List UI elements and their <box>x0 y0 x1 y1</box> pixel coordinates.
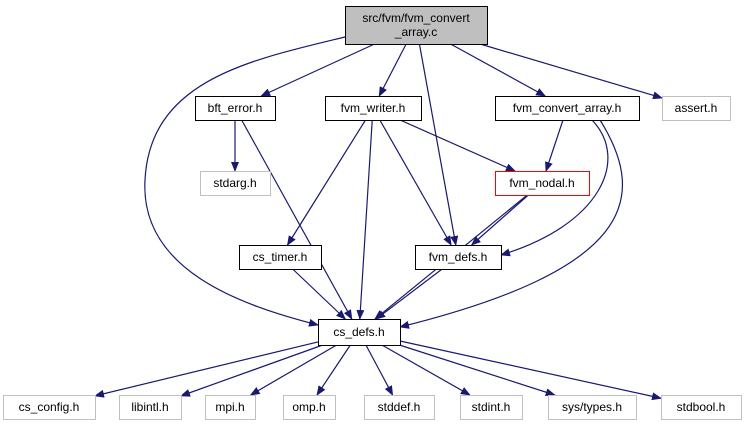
node-label: bft_error.h <box>208 101 263 115</box>
node-label: mpi.h <box>215 400 244 414</box>
node-libintl: libintl.h <box>119 395 182 420</box>
edges <box>94 36 663 401</box>
node-label: omp.h <box>292 400 325 414</box>
node-label: stdint.h <box>472 400 511 414</box>
edge-cs-defs-to-stdbool <box>399 340 662 401</box>
edge-fvm-writer-to-cs-defs <box>356 119 373 320</box>
edge-cs-defs-to-mpi <box>249 344 337 396</box>
node-box <box>548 395 637 420</box>
node-box <box>415 245 502 270</box>
edge-root-to-fvm-convert-array-h <box>450 43 547 97</box>
node-fvm-convert-array-h[interactable]: fvm_convert_array.h <box>495 96 640 121</box>
node-box <box>283 395 336 420</box>
edge-fvm-convert-array-h-to-cs-defs <box>399 119 624 329</box>
node-fvm-writer[interactable]: fvm_writer.h <box>325 96 422 121</box>
node-label: stddef.h <box>378 400 421 414</box>
edge-cs-defs-to-stddef <box>365 344 394 396</box>
node-label: src/fvm/fvm_convert <box>362 11 470 25</box>
node-box <box>364 395 435 420</box>
edge-cs-defs-to-sys-types <box>399 344 556 397</box>
node-omp: omp.h <box>283 395 336 420</box>
edge-fvm-convert-array-h-to-fvm-nodal <box>545 119 564 172</box>
node-label: cs_config.h <box>19 400 80 414</box>
edge-cs-defs-to-stdint <box>381 344 471 396</box>
edge-root-to-cs-defs <box>144 36 346 327</box>
edge-root-to-bft-error <box>260 43 375 97</box>
node-stdarg: stdarg.h <box>200 171 271 196</box>
edge-cs-defs-to-cs-config <box>94 341 319 398</box>
node-box <box>325 96 422 121</box>
node-box <box>460 395 523 420</box>
node-box <box>3 395 96 420</box>
node-bft-error[interactable]: bft_error.h <box>195 96 276 121</box>
node-label: cs_timer.h <box>253 250 308 264</box>
edge-cs-timer-to-cs-defs <box>292 268 347 320</box>
node-box <box>119 395 182 420</box>
node-label: libintl.h <box>131 400 168 414</box>
node-box <box>661 395 742 420</box>
node-box <box>318 319 401 346</box>
edge-root-to-fvm-writer <box>378 43 407 97</box>
node-stdbool: stdbool.h <box>661 395 742 420</box>
node-box <box>662 96 731 121</box>
node-box <box>200 171 271 196</box>
node-box <box>345 6 488 45</box>
node-label: cs_defs.h <box>333 325 384 339</box>
node-box <box>195 96 276 121</box>
node-stdint: stdint.h <box>460 395 523 420</box>
node-label: fvm_nodal.h <box>509 176 574 190</box>
node-box <box>205 395 256 420</box>
node-mpi: mpi.h <box>205 395 256 420</box>
node-assert: assert.h <box>662 96 731 121</box>
node-cs-defs[interactable]: cs_defs.h <box>318 319 401 346</box>
edge-cs-defs-to-omp <box>316 344 351 396</box>
node-label: stdarg.h <box>213 176 256 190</box>
node-label: fvm_convert_array.h <box>513 101 622 115</box>
node-stddef: stddef.h <box>364 395 435 420</box>
node-label: stdbool.h <box>677 400 726 414</box>
edge-root-to-fvm-defs <box>418 43 459 246</box>
node-cs-config: cs_config.h <box>3 395 96 420</box>
node-box <box>495 96 640 121</box>
edge-fvm-writer-to-fvm-nodal <box>399 119 516 172</box>
node-box <box>239 245 322 270</box>
node-root[interactable]: src/fvm/fvm_convert_array.c <box>345 6 488 45</box>
node-sys-types: sys/types.h <box>548 395 637 420</box>
edge-fvm-writer-to-cs-timer <box>286 119 367 246</box>
node-label: fvm_defs.h <box>429 250 488 264</box>
node-fvm-nodal[interactable]: fvm_nodal.h <box>495 171 590 196</box>
edge-fvm-convert-array-h-to-fvm-defs <box>500 119 609 257</box>
node-cs-timer[interactable]: cs_timer.h <box>239 245 322 270</box>
edge-fvm-nodal-to-fvm-defs <box>470 194 529 246</box>
node-label: _array.c <box>394 25 437 39</box>
edge-bft-error-to-cs-defs <box>241 119 353 320</box>
node-label: sys/types.h <box>562 400 622 414</box>
edge-cs-defs-to-libintl <box>180 344 323 397</box>
node-label: fvm_writer.h <box>341 101 406 115</box>
node-box <box>495 171 590 196</box>
node-label: assert.h <box>675 101 718 115</box>
edge-fvm-writer-to-fvm-defs <box>379 119 452 246</box>
edge-root-to-assert <box>479 43 663 100</box>
edge-fvm-defs-to-cs-defs <box>375 268 443 320</box>
node-fvm-defs[interactable]: fvm_defs.h <box>415 245 502 270</box>
